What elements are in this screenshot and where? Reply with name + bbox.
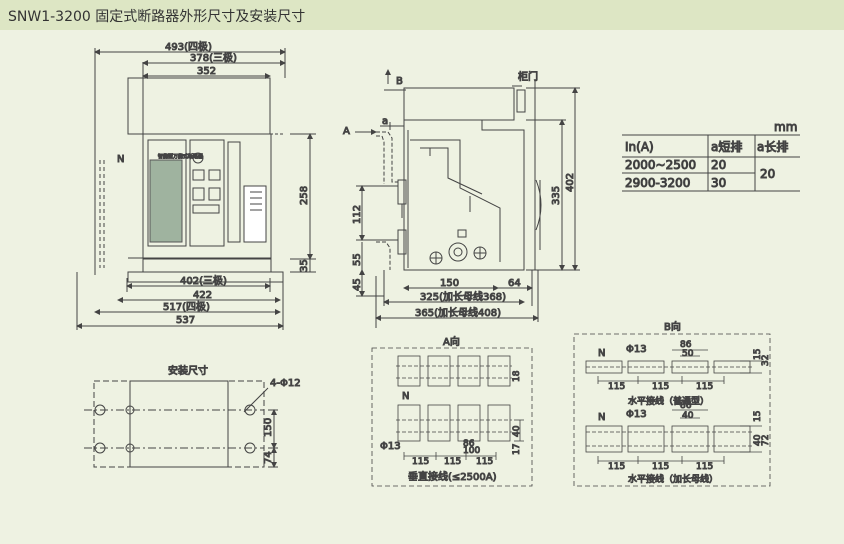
view-b-caption1: 水平接线（普通型） — [628, 395, 709, 407]
view-b-86b: 86 — [680, 401, 692, 411]
view-b-115a: 115 — [608, 382, 625, 392]
table-unit: mm — [774, 120, 797, 134]
view-b-115b: 115 — [652, 382, 669, 392]
panel-label: 智能型万能式断路器 — [158, 153, 203, 160]
dim-517: 517(四极) — [163, 300, 210, 313]
view-a-86: 86 — [463, 439, 475, 449]
dim-402-side: 402 — [565, 173, 576, 192]
view-b-40: 40 — [682, 411, 694, 421]
label-n-front: N — [117, 154, 124, 165]
view-b-15: 15 — [753, 349, 763, 360]
view-b-115f: 115 — [696, 462, 713, 472]
view-a-17: 17 — [512, 444, 522, 455]
view-b-15b: 15 — [753, 411, 763, 422]
view-a-title: A向 — [443, 335, 460, 348]
dim-325: 325(加长母线368) — [420, 290, 506, 303]
dim-a: a — [382, 116, 388, 127]
view-a-115c: 115 — [476, 457, 493, 467]
dim-537: 537 — [176, 315, 195, 326]
view-b-40b: 40 — [753, 434, 763, 446]
dim-35-front: 35 — [299, 259, 310, 272]
front-view — [76, 48, 316, 330]
dim-352: 352 — [197, 66, 216, 77]
table-row-2-in: 2900-3200 — [625, 176, 690, 190]
view-b-115c: 115 — [696, 382, 713, 392]
table-header-in: In(A) — [625, 140, 654, 154]
view-b — [573, 333, 771, 487]
install-title: 安装尺寸 — [168, 364, 208, 377]
table-long-merged: 20 — [760, 167, 775, 181]
install-holes: 4-Φ12 — [270, 378, 301, 389]
view-a-115a: 115 — [412, 457, 429, 467]
view-b-72: 72 — [761, 435, 771, 446]
label-a-arrow: A — [343, 126, 350, 137]
view-b-115d: 115 — [608, 462, 625, 472]
label-b-arrow: B — [396, 76, 403, 87]
dim-45: 45 — [352, 278, 363, 291]
dim-365: 365(加长母线408) — [415, 306, 501, 319]
view-b-86: 86 — [680, 340, 692, 350]
table-row-2-short: 30 — [711, 176, 726, 190]
dim-258: 258 — [299, 186, 310, 205]
dim-64: 64 — [508, 278, 521, 289]
page-title: SNW1-3200 固定式断路器外形尺寸及安装尺寸 — [8, 9, 306, 25]
view-b-title: B向 — [664, 320, 681, 333]
dim-402-3p: 402(三极) — [180, 274, 227, 287]
view-a-100: 100 — [463, 446, 480, 456]
view-a-40: 40 — [512, 425, 522, 437]
view-a-18: 18 — [512, 370, 522, 382]
view-b-caption2: 水平接线（加长母线） — [628, 473, 718, 485]
cabinet-door-label: 柜门 — [518, 70, 538, 83]
dim-150-install: 150 — [263, 418, 274, 437]
view-b-n2: N — [598, 412, 605, 423]
view-b-50: 50 — [682, 349, 694, 359]
view-b-32: 32 — [761, 355, 771, 366]
spec-table — [622, 134, 800, 192]
view-a-n: N — [402, 391, 409, 402]
dim-55: 55 — [352, 253, 363, 266]
view-a — [371, 347, 533, 487]
side-view — [355, 69, 580, 328]
dim-493: 493(四极) — [165, 40, 212, 53]
view-a-phi: Φ13 — [380, 441, 401, 452]
title-bar: SNW1-3200 固定式断路器外形尺寸及安装尺寸 — [0, 0, 844, 30]
table-header-short: a短排 — [711, 140, 742, 154]
dim-378: 378(三极) — [190, 51, 237, 64]
view-b-115e: 115 — [652, 462, 669, 472]
view-b-phi1: Φ13 — [626, 344, 647, 355]
view-b-phi2: Φ13 — [626, 409, 647, 420]
table-row-1-short: 20 — [711, 158, 726, 172]
dim-112: 112 — [352, 205, 363, 224]
view-a-115b: 115 — [444, 457, 461, 467]
dim-150-side: 150 — [440, 278, 459, 289]
table-row-1-in: 2000~2500 — [625, 158, 696, 172]
view-a-caption: 垂直接线(≤2500A) — [408, 470, 497, 483]
dim-335: 335 — [551, 186, 562, 205]
dim-74: 74 — [263, 451, 274, 464]
view-b-n1: N — [598, 348, 605, 359]
install-view — [84, 380, 278, 468]
table-header-long: a长排 — [757, 140, 788, 154]
dim-422: 422 — [193, 290, 212, 301]
